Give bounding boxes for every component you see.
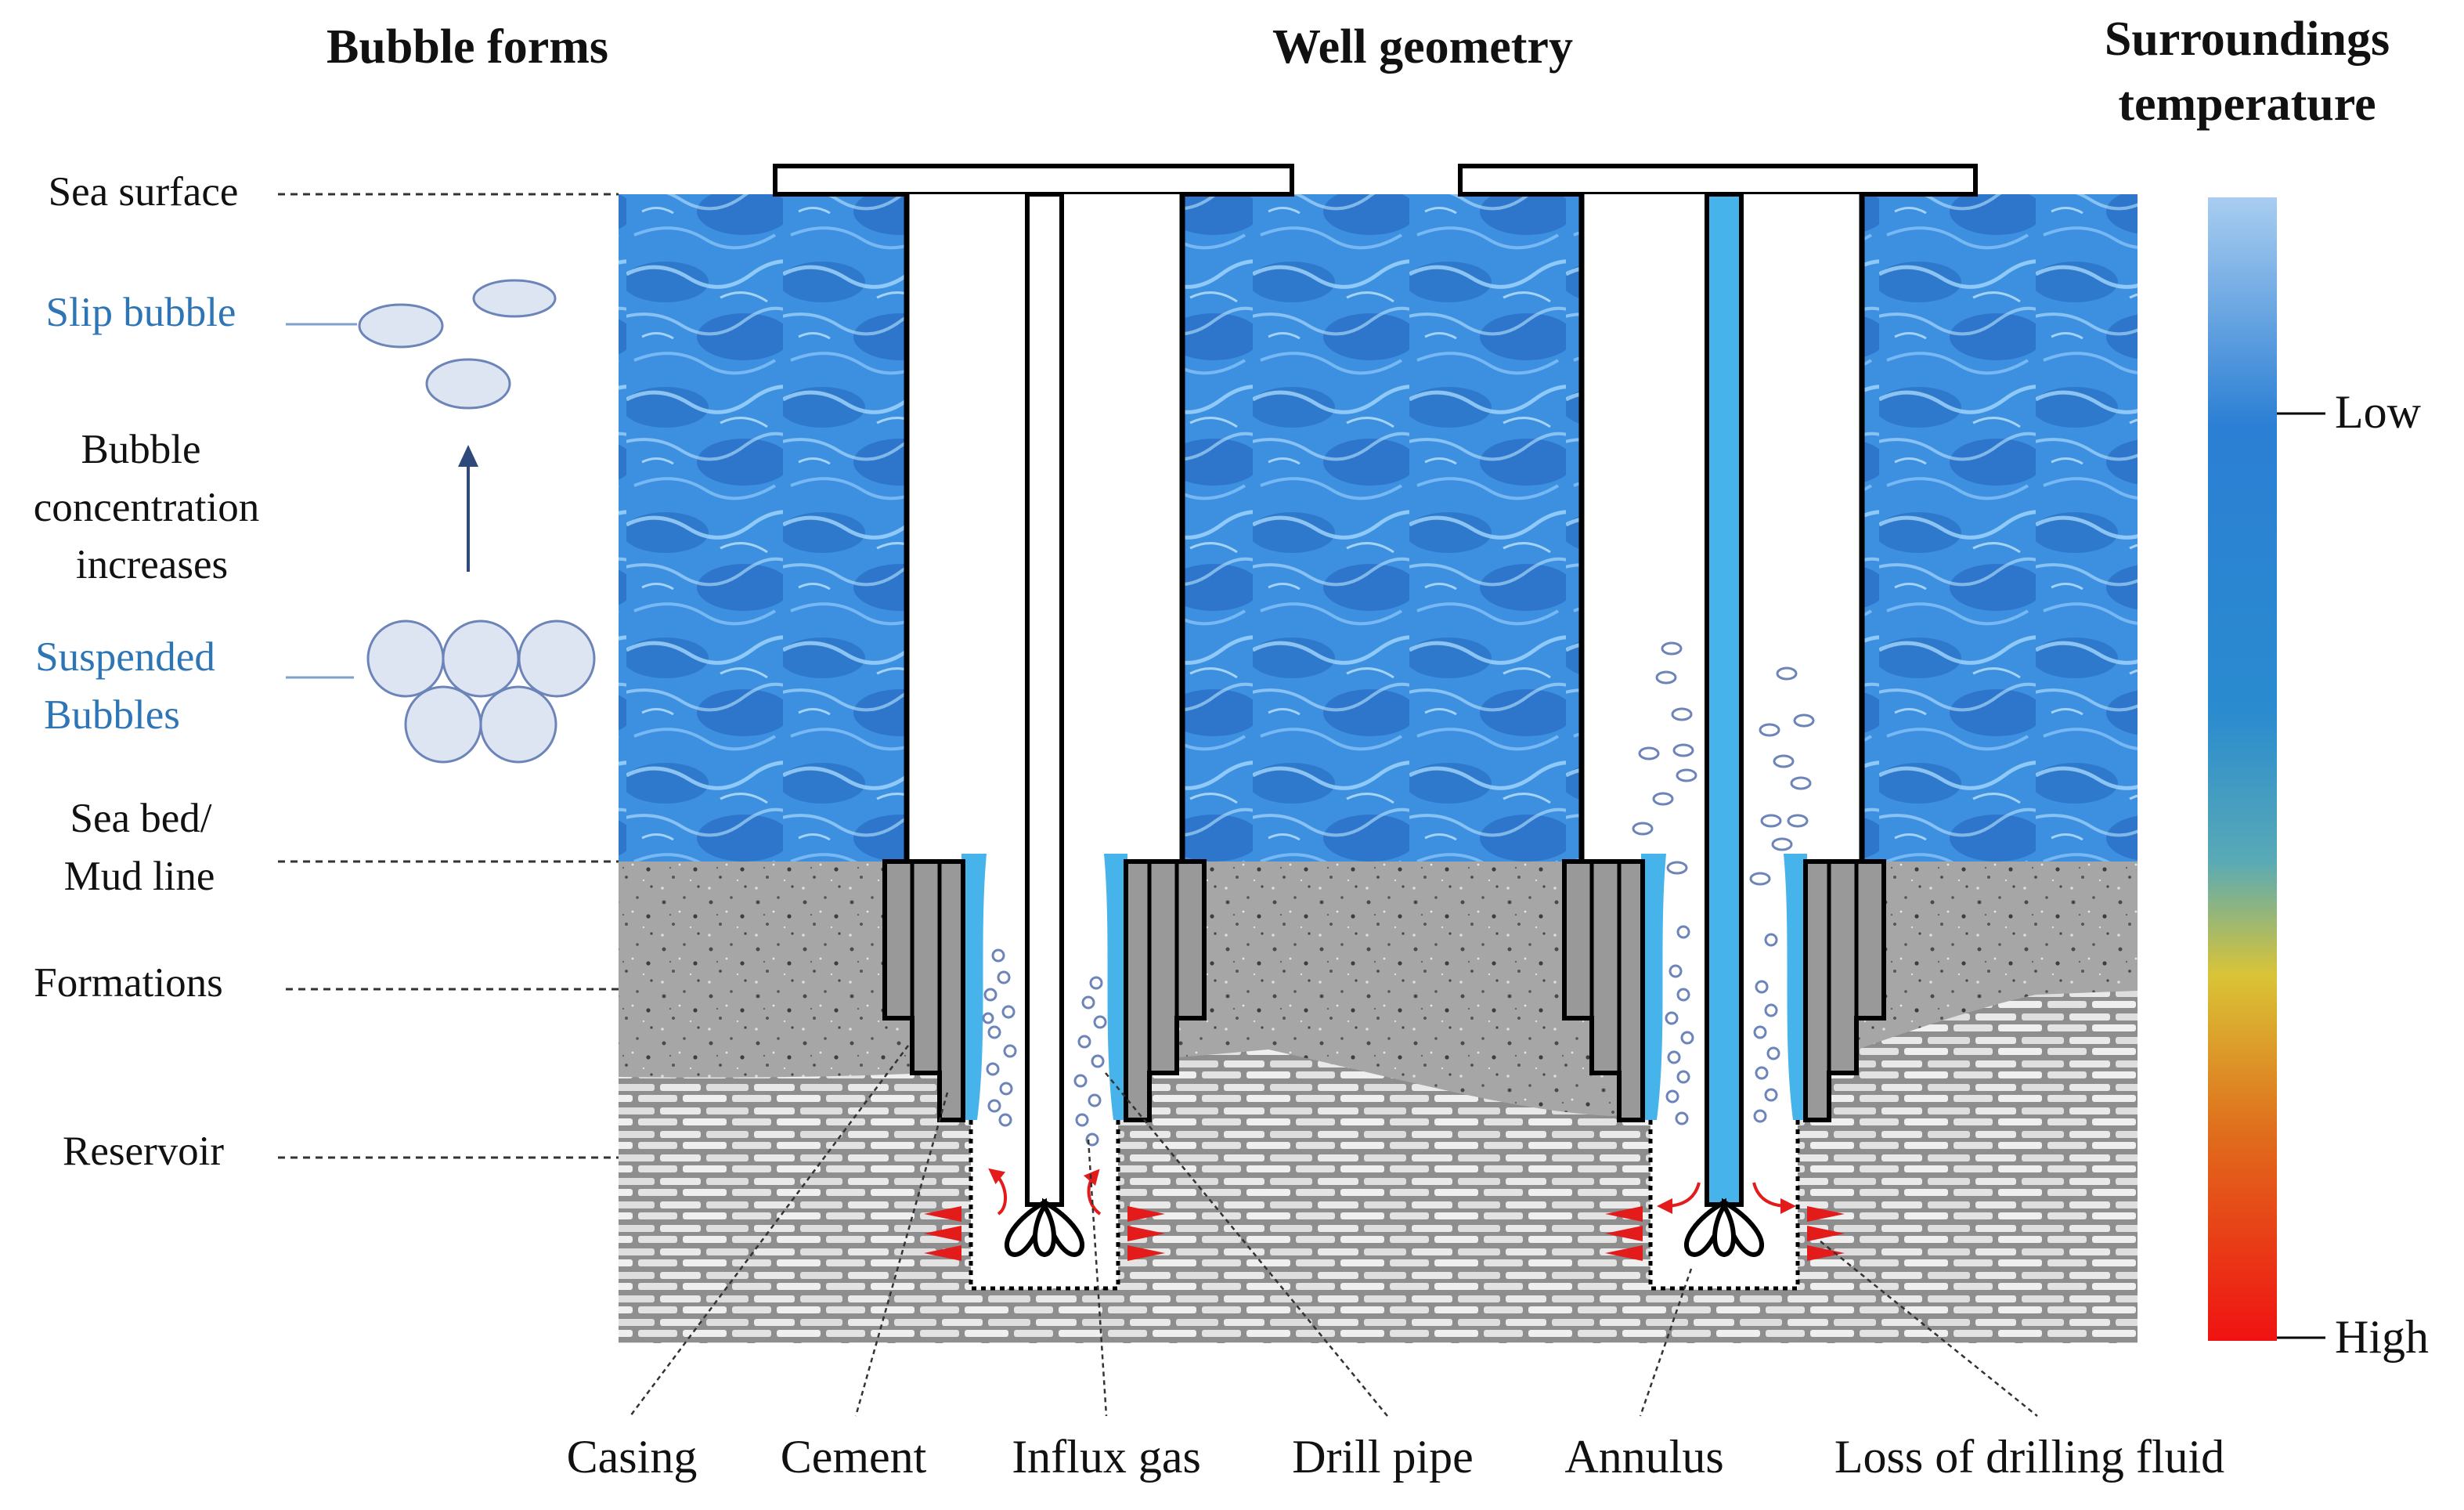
left-casing-right bbox=[1124, 859, 1207, 1122]
level-lines bbox=[278, 193, 619, 1159]
label-sea-bed-1: Sea bed/ bbox=[70, 796, 211, 841]
loss-fluid-leader bbox=[1820, 1241, 2038, 1417]
left-wellhead-plate bbox=[773, 164, 1294, 197]
right-wellhead-plate bbox=[1458, 164, 1978, 197]
suspended-bubbles bbox=[366, 620, 596, 764]
header-surroundings: Surroundings bbox=[2105, 13, 2390, 66]
right-loss-arrow-right bbox=[1752, 1182, 1796, 1214]
slip-bubbles bbox=[358, 279, 557, 410]
concentration-arrow bbox=[458, 445, 478, 572]
label-drill-pipe: Drill pipe bbox=[1292, 1431, 1474, 1483]
header-temperature: temperature bbox=[2118, 78, 2376, 131]
right-casing-left bbox=[1562, 859, 1645, 1122]
label-annulus: Annulus bbox=[1564, 1431, 1723, 1483]
label-influx-gas: Influx gas bbox=[1012, 1431, 1201, 1483]
left-well bbox=[773, 164, 1294, 1291]
influx-gas-leader bbox=[1087, 1139, 1108, 1417]
label-bubble-conc-2: concentration bbox=[34, 485, 259, 530]
right-drill-bit bbox=[1683, 1198, 1765, 1258]
right-well-bubbles bbox=[1632, 641, 1815, 1125]
temperature-gradient-bar bbox=[2208, 197, 2277, 1341]
label-low: Low bbox=[2335, 386, 2422, 438]
header-well-geometry: Well geometry bbox=[1272, 20, 1573, 74]
annulus-leader bbox=[1639, 1268, 1693, 1417]
left-influx-arrow-right bbox=[1083, 1169, 1102, 1216]
label-suspended-1: Suspended bbox=[35, 634, 215, 680]
label-sea-bed-2: Mud line bbox=[64, 854, 215, 899]
label-bubble-conc-3: increases bbox=[76, 542, 228, 587]
left-influx-markers bbox=[924, 1206, 1165, 1261]
left-drill-pipe bbox=[1025, 192, 1064, 1207]
right-casing-right bbox=[1803, 859, 1886, 1122]
label-reservoir: Reservoir bbox=[63, 1129, 224, 1174]
label-slip-bubble: Slip bubble bbox=[46, 290, 236, 335]
header-bubble-forms: Bubble forms bbox=[326, 20, 608, 74]
label-cement: Cement bbox=[781, 1431, 927, 1483]
temperature-scale bbox=[2208, 197, 2325, 1341]
cement-leader bbox=[854, 1092, 949, 1417]
label-sea-surface: Sea surface bbox=[49, 169, 239, 215]
left-casing-left bbox=[882, 859, 965, 1122]
label-casing: Casing bbox=[567, 1431, 698, 1483]
label-bubble-conc-1: Bubble bbox=[81, 427, 200, 472]
left-well-bubbles bbox=[982, 948, 1107, 1147]
water-layer bbox=[619, 194, 2138, 862]
left-influx-arrow-left bbox=[988, 1168, 1008, 1216]
right-drill-pipe bbox=[1705, 192, 1744, 1207]
label-suspended-2: Bubbles bbox=[44, 692, 180, 738]
label-formations: Formations bbox=[34, 960, 222, 1006]
label-high: High bbox=[2335, 1311, 2429, 1363]
right-well bbox=[1458, 164, 1978, 1291]
bottom-leaders bbox=[630, 1045, 2038, 1417]
right-loss-arrow-left bbox=[1657, 1182, 1701, 1214]
left-drill-bit bbox=[1004, 1198, 1085, 1258]
right-loss-markers bbox=[1605, 1206, 1845, 1261]
label-loss-fluid: Loss of drilling fluid bbox=[1834, 1431, 2224, 1483]
